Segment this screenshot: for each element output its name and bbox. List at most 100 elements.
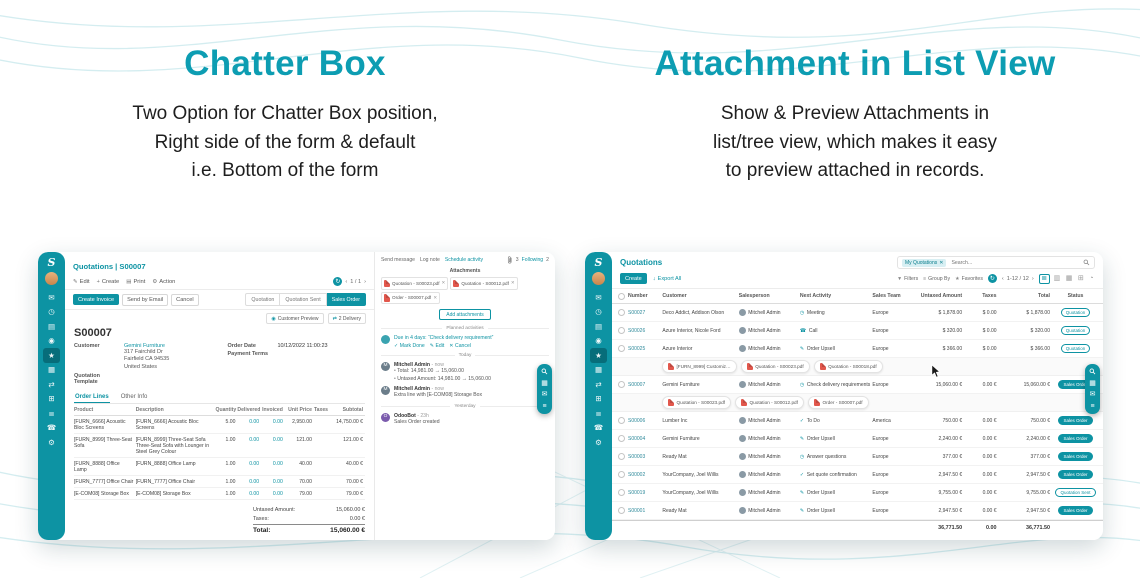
attachment-chip[interactable]: Quotation - S00012.pdf [734,395,804,410]
cancel-activity-button[interactable]: ✕Cancel [449,343,471,350]
cell-next-activity[interactable]: ✎Order Upsell [799,489,835,496]
attachment-chip[interactable]: [FURN_8999] Customiz… [662,359,737,374]
table-row[interactable]: S00007 Gemini Furniture Mitchell Admin ◷… [612,376,1103,394]
customer-link[interactable]: Gemini Furniture [124,343,165,349]
create-invoice-button[interactable]: Create Invoice [73,294,120,305]
sidebar-item-dashboard[interactable]: ▦ [594,365,603,374]
user-avatar[interactable] [592,272,605,285]
stage-quotation[interactable]: Quotation [245,293,281,306]
create-button[interactable]: +Create [96,278,120,285]
graph-view-icon[interactable]: ◔ [1089,275,1094,282]
attachment-count[interactable]: 3 [515,257,519,263]
schedule-activity-tab[interactable]: Schedule activity [444,257,484,263]
cell-delivered[interactable]: 0.00 [249,490,260,497]
attachments-title[interactable]: Attachments [449,268,481,274]
remove-attachment-icon[interactable]: ✕ [433,294,438,300]
header-delivered[interactable]: Delivered [237,406,261,413]
row-checkbox[interactable] [617,507,625,514]
order-line-row[interactable]: [E-COM08] Storage Box [E-COM08] Storage … [74,488,365,501]
sidebar-item-crm[interactable]: ◉ [48,336,55,345]
following-button[interactable]: Following [521,257,544,263]
action-button[interactable]: ⚙Action [152,278,176,285]
table-row[interactable]: S00027 Deco Addict, Addison Olson Mitche… [612,304,1103,322]
header-subtotal[interactable]: Subtotal [342,406,363,413]
facet-close-icon[interactable]: ✕ [939,259,944,266]
user-avatar[interactable] [45,272,58,285]
menu-icon[interactable]: ≡ [1090,402,1095,410]
app-logo[interactable]: S [594,256,603,269]
table-row[interactable]: S00003 Ready Mat Mitchell Admin ◷Answer … [612,448,1103,466]
attachment-chip[interactable]: Quotation - S00023.pdf✕ [381,277,449,290]
header-unit-price[interactable]: Unit Price [288,406,312,413]
order-line-row[interactable]: [FURN_6666] Acoustic Bloc Screens [FURN_… [74,416,365,435]
breadcrumb[interactable]: Quotations | S00007 [73,262,146,271]
table-row[interactable]: S00001 Ready Mat Mitchell Admin ✎Order U… [612,502,1103,520]
header-quantity[interactable]: Quantity [215,406,237,413]
row-checkbox[interactable] [617,435,625,442]
sidebar-item-settings[interactable]: ⚙ [48,437,55,447]
cell-delivered[interactable]: 0.00 [249,478,260,485]
header-taxes[interactable]: Taxes [313,406,329,413]
filters-button[interactable]: ▼Filters [897,275,919,282]
remove-attachment-icon[interactable]: ✕ [441,280,446,286]
follower-count[interactable]: 2 [546,257,549,263]
attachment-chip[interactable]: Quotation - S00012.pdf✕ [450,277,518,290]
activity-link[interactable]: Due in 4 days: “Check delivery requireme… [394,335,494,341]
header-customer[interactable]: Customer [662,293,687,299]
create-button[interactable]: Create [620,273,647,284]
attachment-chip[interactable]: Quotation - S00018.pdf [813,359,883,374]
remove-attachment-icon[interactable]: ✕ [510,280,515,286]
order-line-row[interactable]: [FURN_8888] Office Lamp [FURN_8888] Offi… [74,458,365,477]
attachment-chip[interactable]: Order - S00007.pdf✕ [381,291,441,304]
table-row[interactable]: S00019 YourCompany, Joel Willis Mitchell… [612,484,1103,502]
tab-order-lines[interactable]: Order Lines [74,392,110,404]
stage-sales-order[interactable]: Sales Order [326,293,366,306]
sidebar-item-crm[interactable]: ◉ [595,336,602,345]
sidebar-item-discuss[interactable]: ✉ [595,292,602,302]
sidebar-item-contacts[interactable]: ▤ [47,321,56,331]
sidebar-item-purchase[interactable]: ⊞ [595,394,602,403]
search-facet[interactable]: My Quotations✕ [902,258,947,267]
cell-delivered[interactable]: 0.00 [249,418,260,425]
row-checkbox[interactable] [617,381,625,388]
cell-invoiced[interactable]: 0.00 [272,478,283,485]
cell-invoiced[interactable]: 0.00 [272,460,283,467]
cell-next-activity[interactable]: ✎Order Upsell [799,507,835,514]
cell-next-activity[interactable]: ✓Set quote confirmation [799,471,857,478]
order-line-row[interactable]: [FURN_7777] Office Chair [FURN_7777] Off… [74,476,365,489]
sidebar-item-settings[interactable]: ⚙ [595,437,602,447]
refresh-icon[interactable]: ↻ [333,277,343,286]
delivery-smart-button[interactable]: ⇄2 Delivery [327,313,366,324]
sidebar-item-sales[interactable]: ★ [43,348,60,363]
edit-button[interactable]: ✎Edit [73,278,90,285]
sidebar-item-sales[interactable]: ★ [590,348,607,363]
cell-invoiced[interactable]: 0.00 [272,436,283,443]
cell-delivered[interactable]: 0.00 [249,436,260,443]
customer-preview-button[interactable]: ◉Customer Preview [266,313,324,324]
cell-invoiced[interactable]: 0.00 [272,418,283,425]
edit-activity-button[interactable]: ✎Edit [429,343,445,350]
header-description[interactable]: Description [135,406,164,413]
menu-icon[interactable]: ≡ [542,402,547,410]
row-checkbox[interactable] [617,327,625,334]
sidebar-item-inventory[interactable]: ⇄ [48,379,55,389]
cell-invoiced[interactable]: 0.00 [272,490,283,497]
header-salesperson[interactable]: Salesperson [738,293,770,299]
refresh-icon[interactable]: ↻ [987,274,997,283]
order-date-value[interactable]: 10/12/2022 11:00:23 [277,343,328,349]
order-line-row[interactable]: [FURN_8999] Three-Seat Sofa [FURN_8999] … [74,434,365,459]
row-checkbox[interactable] [617,471,625,478]
pivot-view-icon[interactable]: ⊞ [1077,275,1084,282]
stage-quotation-sent[interactable]: Quotation Sent [280,293,327,306]
sidebar-item-inventory[interactable]: ⇄ [595,379,602,389]
header-number[interactable]: Number [628,293,648,299]
header-untaxed-amount[interactable]: Untaxed Amount [920,293,963,299]
cancel-button[interactable]: Cancel [171,293,199,306]
sidebar-item-employees[interactable]: ☎ [593,423,604,432]
table-row[interactable]: S00025 Azure Interior Mitchell Admin ✎Or… [612,340,1103,358]
paperclip-icon[interactable] [507,256,513,264]
cell-next-activity[interactable]: ✎Order Upsell [799,435,835,442]
sidebar-item-dashboard[interactable]: ▦ [47,365,56,374]
header-next-activity[interactable]: Next Activity [799,293,832,299]
table-row[interactable]: S00002 YourCompany, Joel Willis Mitchell… [612,466,1103,484]
